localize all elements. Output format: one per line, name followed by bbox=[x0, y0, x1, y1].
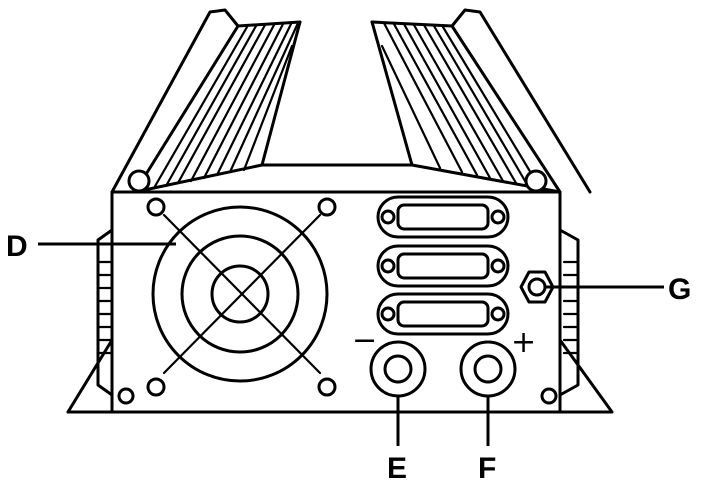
fan-screw-top-right bbox=[317, 197, 337, 217]
housing-boss-right bbox=[524, 169, 548, 193]
label-e: E bbox=[387, 452, 407, 485]
right-fins bbox=[380, 21, 542, 190]
positive-sign: + bbox=[511, 325, 536, 360]
fan-screw-top-left bbox=[146, 197, 166, 217]
fan-spoke-b bbox=[162, 213, 322, 375]
fan-screw-bottom-right bbox=[317, 377, 337, 397]
label-d: D bbox=[6, 230, 28, 263]
front-panel bbox=[110, 190, 562, 414]
heatsink-housing bbox=[110, 8, 592, 194]
label-g: G bbox=[668, 273, 691, 306]
connector-port-3 bbox=[376, 292, 510, 336]
fan-screw-bottom-left bbox=[146, 377, 166, 397]
left-fins bbox=[152, 21, 300, 190]
connector-port-2 bbox=[376, 244, 510, 288]
fan-outer-ring bbox=[151, 205, 329, 383]
panel-screw-bottom-left bbox=[117, 387, 135, 405]
fan-middle-ring bbox=[180, 234, 300, 354]
fan-hub bbox=[210, 264, 270, 324]
right-side-fins bbox=[558, 228, 580, 397]
label-f: F bbox=[478, 452, 496, 485]
negative-sign: − bbox=[352, 323, 377, 358]
left-side-fins bbox=[96, 228, 114, 397]
mounting-feet bbox=[66, 338, 614, 414]
housing-boss-left bbox=[127, 169, 151, 193]
cooling-fan bbox=[146, 197, 337, 397]
panel-screw-bottom-right bbox=[540, 387, 558, 405]
connector-port-1 bbox=[376, 195, 510, 239]
